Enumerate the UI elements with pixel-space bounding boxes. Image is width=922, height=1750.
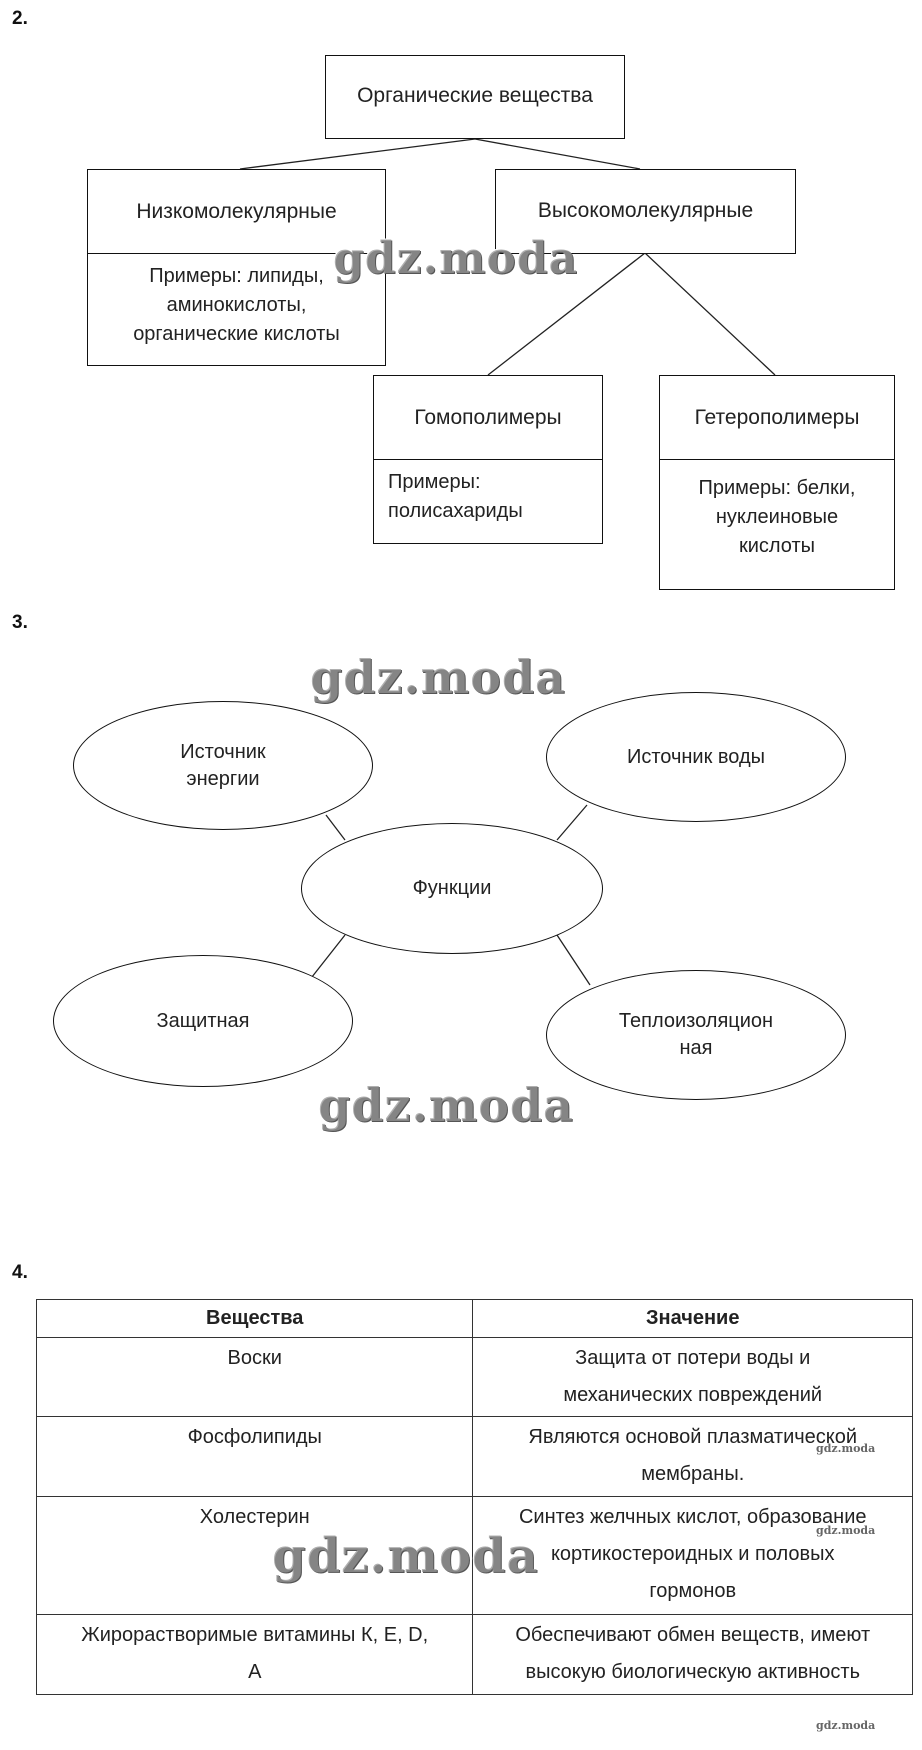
box-homopolymers-title: Гомополимеры (414, 405, 562, 429)
section-number-3: 3. (12, 612, 28, 633)
box-homopolymers-examples: Примеры: полисахариды (374, 459, 602, 541)
watermark: gdz.moda (272, 1528, 539, 1584)
watermark-small: gdz.moda (816, 1719, 876, 1732)
box-low-molecular-examples: Примеры: липиды, аминокислоты, органичес… (88, 253, 385, 363)
table-row: Холестерин Синтез желчных кислот, образо… (35, 1496, 913, 1615)
table-cell-meaning: Обеспечивают обмен веществ, имеют высоку… (472, 1614, 913, 1695)
watermark-small: gdz.moda (816, 1442, 876, 1455)
table-cell-substance: Жирорастворимые витамины К, Е, D, А (35, 1614, 474, 1695)
connector-center-bottomright (556, 934, 591, 986)
box-low-molecular-title: Низкомолекулярные (136, 199, 337, 223)
table-header-substances: Вещества (35, 1299, 474, 1338)
watermark: gdz.moda (310, 650, 566, 704)
table-row: Воски Защита от потери воды и механическ… (35, 1337, 913, 1417)
table-row: Жирорастворимые витамины К, Е, D, А Обес… (35, 1614, 913, 1695)
table-cell-meaning: Являются основой плазматической мембраны… (472, 1416, 913, 1497)
box-high-molecular: Высокомолекулярные (495, 169, 796, 254)
connector-center-bottomleft (307, 934, 346, 983)
watermark-small: gdz.moda (816, 1524, 876, 1537)
ellipse-protective: Защитная (53, 955, 353, 1087)
substances-table: Вещества Значение Воски Защита от потери… (35, 1299, 913, 1695)
ellipse-functions: Функции (301, 823, 603, 954)
box-heteropolymers: Гетерополимеры Примеры: белки, нуклеинов… (659, 375, 895, 590)
table-cell-substance: Фосфолипиды (35, 1416, 474, 1497)
box-high-molecular-title: Высокомолекулярные (537, 198, 754, 222)
box-organic-substances-title: Органические вещества (357, 84, 593, 107)
connector-center-topright (556, 804, 588, 841)
connector-root-high (474, 138, 641, 170)
box-homopolymers: Гомополимеры Примеры: полисахариды (373, 375, 603, 544)
watermark: gdz.moda (333, 233, 579, 284)
table-cell-meaning: Синтез желчных кислот, образование корти… (472, 1496, 913, 1615)
connector-center-topleft (325, 814, 346, 841)
ellipse-thermal-insulation: Теплоизоляцион ная (546, 970, 846, 1100)
table-row: Фосфолипиды Являются основой плазматичес… (35, 1416, 913, 1497)
table-header-row: Вещества Значение (35, 1299, 913, 1338)
section-number-4: 4. (12, 1262, 28, 1283)
connector-high-hetero (644, 252, 776, 376)
table-cell-substance: Холестерин (35, 1496, 474, 1615)
ellipse-energy-source: Источник энергии (73, 701, 373, 830)
table-cell-meaning: Защита от потери воды и механических пов… (472, 1337, 913, 1417)
watermark: gdz.moda (318, 1078, 574, 1132)
table-header-meaning: Значение (472, 1299, 913, 1338)
connector-root-low (239, 138, 476, 170)
table-cell-substance: Воски (35, 1337, 474, 1417)
box-heteropolymers-examples: Примеры: белки, нуклеиновые кислоты (660, 459, 894, 587)
box-organic-substances: Органические вещества (325, 55, 625, 139)
section-number-2: 2. (12, 8, 28, 29)
ellipse-water-source: Источник воды (546, 692, 846, 822)
box-heteropolymers-title: Гетерополимеры (694, 405, 860, 429)
box-low-molecular: Низкомолекулярные Примеры: липиды, амино… (87, 169, 386, 366)
